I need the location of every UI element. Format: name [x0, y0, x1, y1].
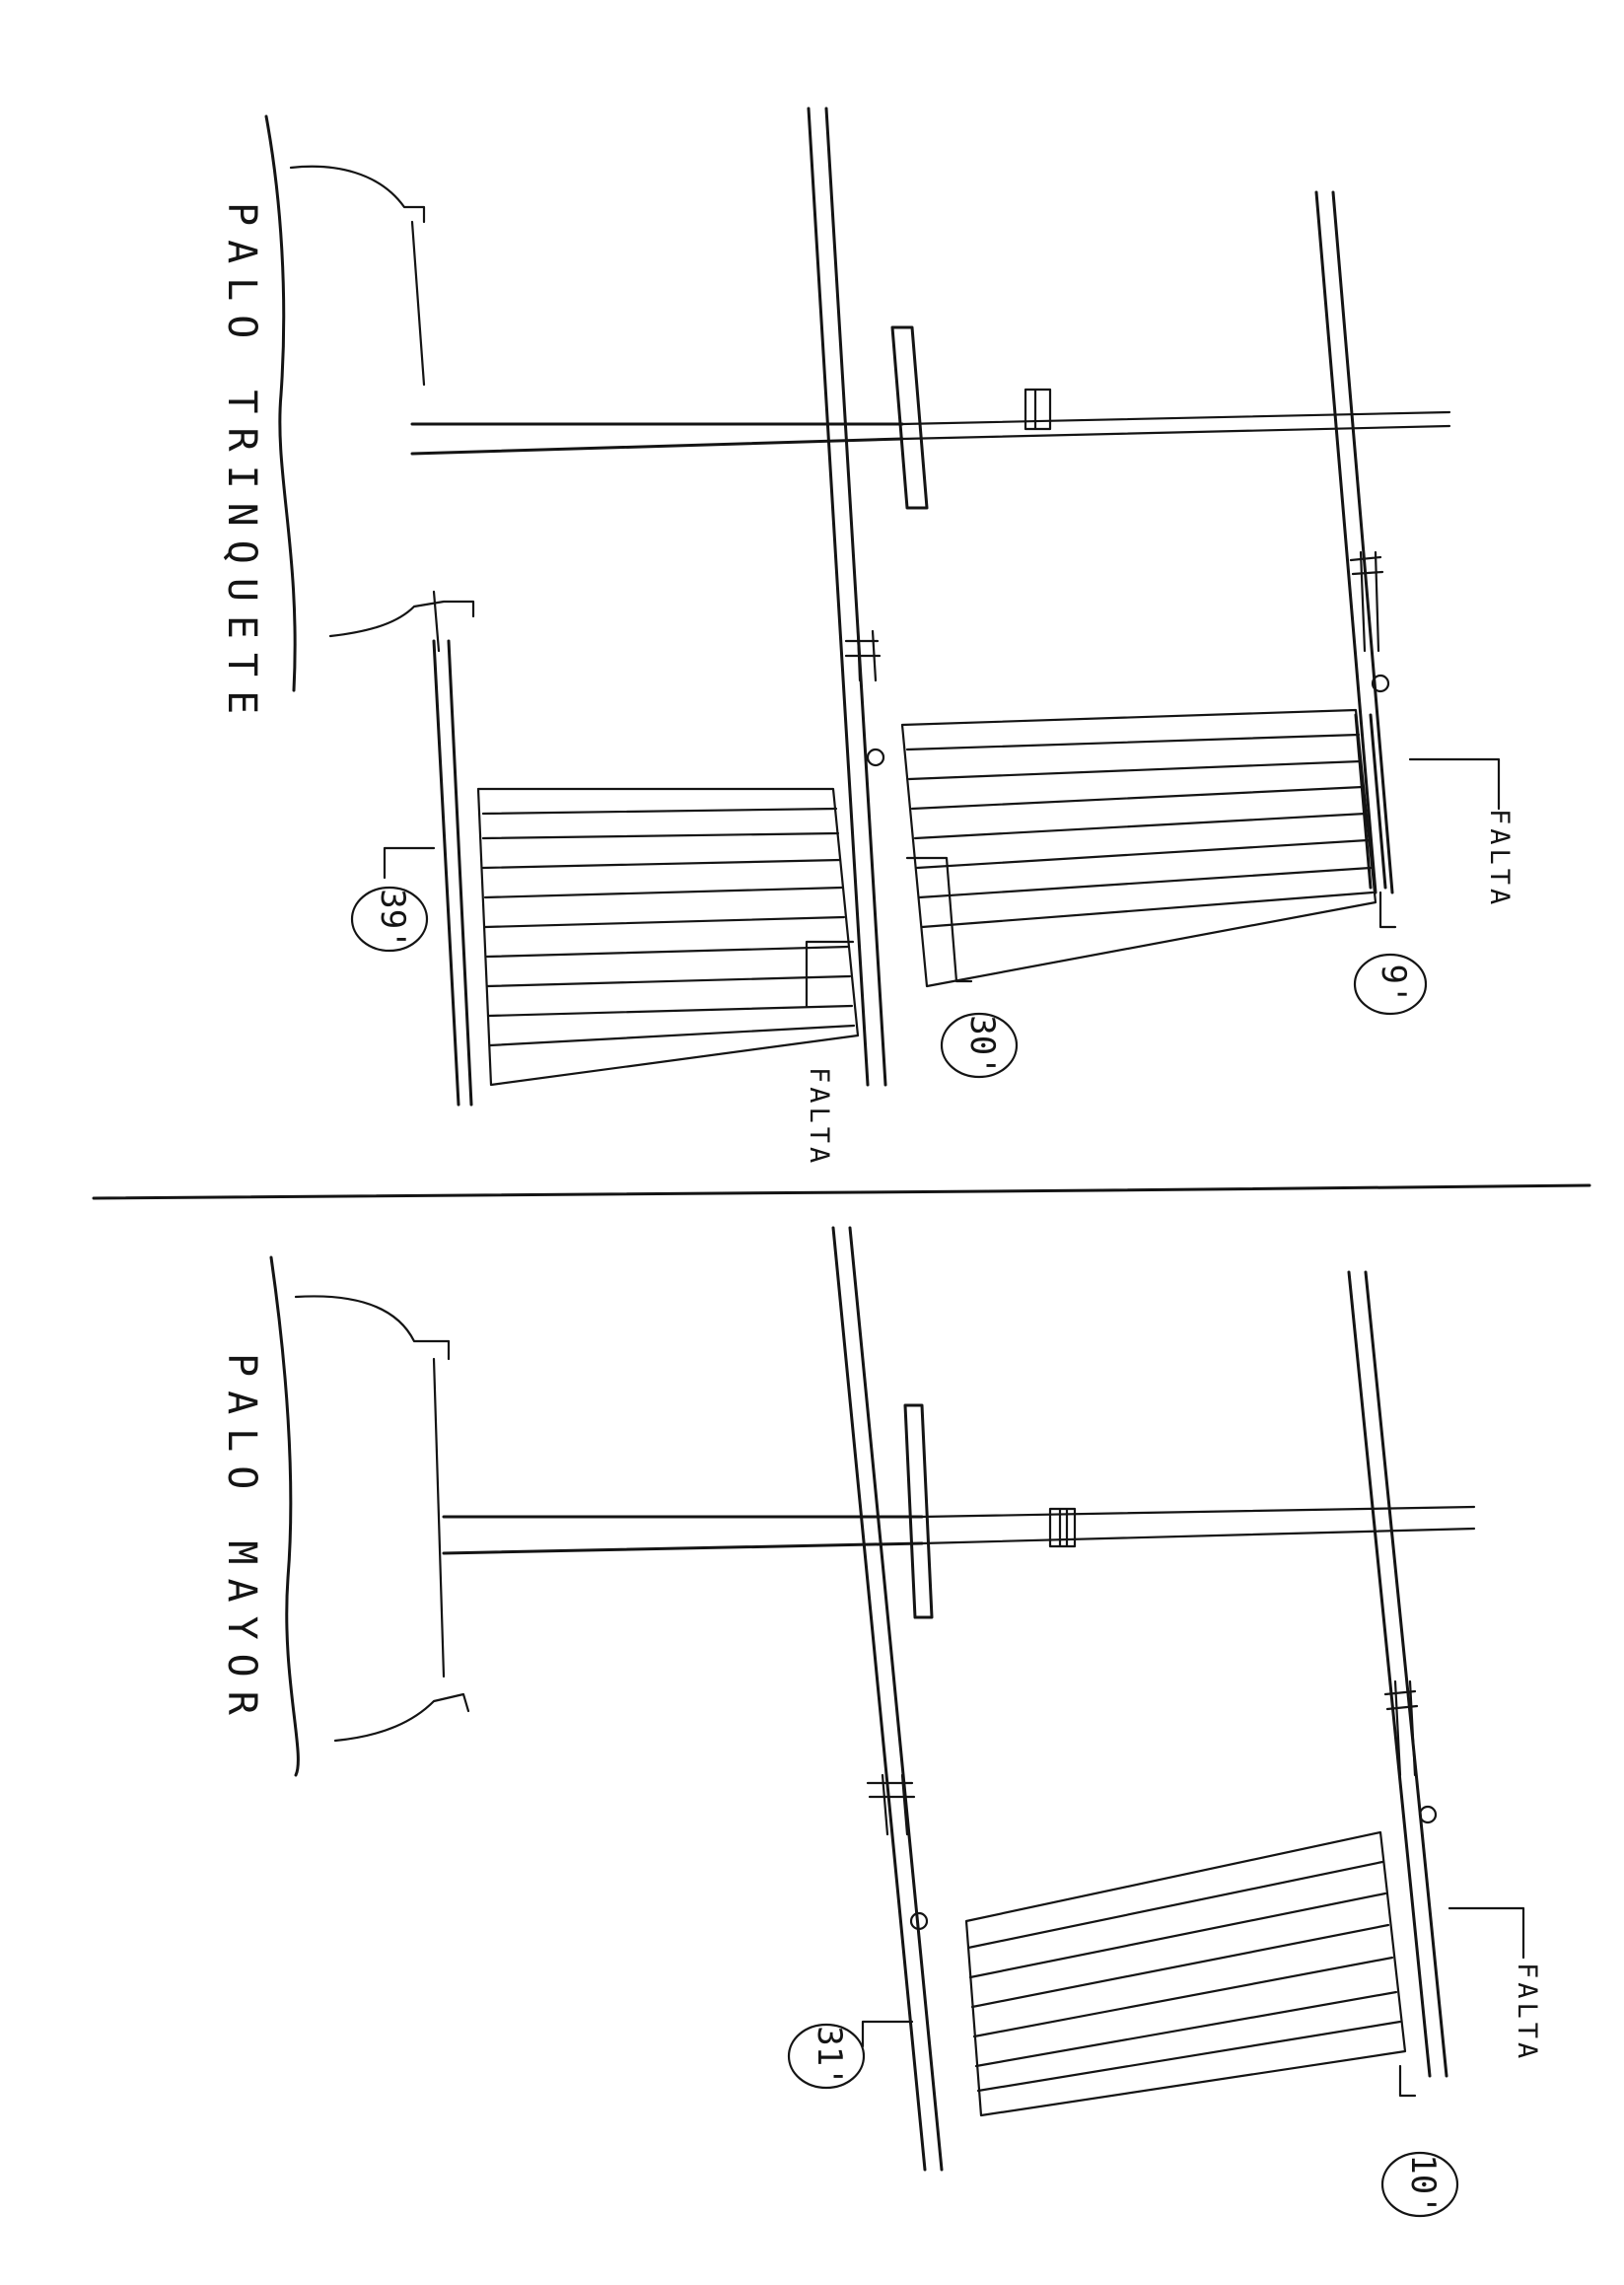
- leader-9: [1378, 891, 1397, 929]
- mast-lower-mayor: [442, 1515, 924, 1555]
- topsail-block: [866, 748, 885, 767]
- topsail-fitting-mayor: [866, 1773, 916, 1836]
- note-falta-left: FALTA: [804, 1067, 834, 1167]
- stem-hook-bottom: [328, 600, 475, 638]
- mast-upper: [900, 410, 1451, 441]
- title-palo-trinquete: PALO TRINQUETE: [219, 202, 264, 728]
- measure-10: 10': [1380, 2151, 1459, 2218]
- svg-text:39': 39': [373, 889, 412, 949]
- course-sail-seams: [481, 807, 856, 1047]
- stem-hook-bottom-mayor: [333, 1692, 470, 1743]
- title-palo-mayor: PALO MAYOR: [219, 1353, 264, 1729]
- topsail-seams: [905, 733, 1375, 929]
- topgallant-block: [1371, 674, 1390, 693]
- topgallant-fitting-mayor: [1383, 1679, 1419, 1777]
- leader-10: [1398, 2064, 1417, 2098]
- stem-hook-top-mayor: [294, 1295, 451, 1361]
- leader-39: [383, 846, 436, 880]
- diagram-palo-trinquete: PALO TRINQUETE FALTA FALTA 39' 30' 9': [219, 107, 1515, 1167]
- leader-31: [861, 2020, 914, 2048]
- topsail-mayor: [964, 1830, 1407, 2117]
- doubling-mark-mayor: [1048, 1507, 1077, 1548]
- svg-text:31': 31': [810, 2026, 849, 2086]
- svg-text:30': 30': [962, 1015, 1002, 1075]
- diagram-palo-mayor: PALO MAYOR FALTA 31' 10': [219, 1226, 1542, 2218]
- measure-9: 9': [1353, 953, 1428, 1016]
- svg-text:10': 10': [1403, 2154, 1443, 2214]
- section-divider: [92, 1183, 1591, 1200]
- crosstree: [890, 325, 929, 510]
- deck-line: [264, 114, 297, 692]
- topsail-yard: [807, 107, 887, 1087]
- mast-upper-mayor: [920, 1505, 1476, 1545]
- note-falta-mayor: FALTA: [1512, 1963, 1542, 2062]
- leader-falta-1: [805, 940, 855, 1008]
- leader-falta-2: [1408, 757, 1501, 811]
- crosstree-mayor: [903, 1403, 934, 1619]
- lower-yard: [432, 639, 473, 1107]
- leader-falta-mayor: [1447, 1906, 1525, 1960]
- topgallant-yard-mayor: [1347, 1270, 1448, 2078]
- measure-39: 39': [350, 886, 429, 953]
- topsail-mayor-seams: [966, 1860, 1402, 2093]
- topgallant-lower-spar: [1354, 713, 1387, 890]
- measure-31: 31': [787, 2023, 866, 2090]
- topsail-block-mayor: [909, 1911, 929, 1931]
- note-falta-right: FALTA: [1484, 809, 1515, 908]
- hull-side-mayor: [432, 1357, 446, 1678]
- topgallant-block-mayor: [1418, 1805, 1438, 1824]
- svg-text:9': 9': [1374, 964, 1413, 1005]
- leader-30: [905, 856, 973, 983]
- doubling-mark: [1024, 388, 1052, 431]
- topsail-yard-fitting: [844, 629, 882, 682]
- measure-30: 30': [940, 1012, 1019, 1079]
- topgallant-yard: [1314, 190, 1394, 894]
- topsail-yard-mayor: [831, 1226, 944, 2172]
- deck-line-mayor: [269, 1255, 300, 1777]
- stem-hook-top: [289, 165, 426, 224]
- topsail: [900, 708, 1377, 988]
- mast-lower: [410, 422, 904, 456]
- topgallant-fitting: [1349, 550, 1384, 653]
- hull-side: [410, 220, 441, 653]
